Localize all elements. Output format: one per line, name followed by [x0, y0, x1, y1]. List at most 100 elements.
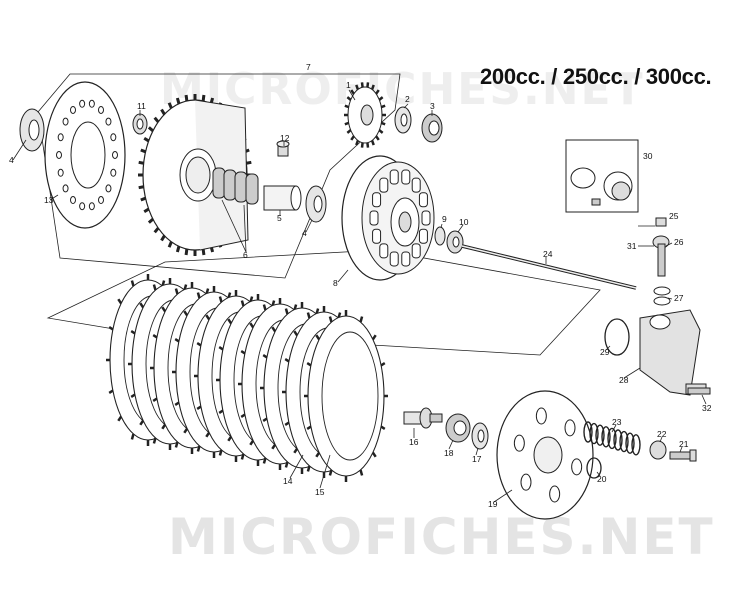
gear-tooth — [147, 126, 154, 133]
model-title: 200cc. / 250cc. / 300cc. — [480, 64, 712, 89]
plate-tab — [271, 326, 277, 333]
washer-17 — [471, 422, 489, 450]
disc-hole — [57, 168, 64, 177]
bushing-5 — [263, 185, 302, 211]
callout-22: 22 — [657, 429, 667, 439]
plate-tab — [227, 435, 233, 442]
plate-tab — [218, 449, 223, 456]
gear-tooth — [201, 94, 206, 102]
hub-bar — [369, 210, 379, 226]
plate-tab — [174, 401, 180, 406]
plate-tab — [284, 358, 290, 363]
plate-tab — [130, 393, 136, 398]
gear-tooth — [360, 82, 364, 88]
gear-tooth — [160, 108, 166, 116]
gear-tooth — [184, 248, 189, 256]
plate-tab — [205, 431, 211, 438]
callout-30: 30 — [643, 151, 653, 161]
callout-17: 17 — [472, 454, 482, 464]
callout-4a: 4 — [9, 155, 14, 165]
disc-hole — [62, 117, 69, 126]
gear-tooth — [246, 160, 252, 165]
callout-7: 7 — [306, 62, 311, 72]
disc-hole — [105, 184, 112, 193]
plate-tab — [152, 397, 158, 402]
gear-tooth — [380, 104, 386, 109]
callout-4b: 4 — [302, 228, 307, 238]
leader-lines — [12, 89, 707, 503]
plate-hole — [535, 407, 547, 425]
plate-tab — [139, 419, 145, 426]
plate-tab — [371, 334, 377, 341]
gear-tooth — [346, 96, 352, 101]
gear-tooth — [160, 234, 166, 242]
gear-tooth — [201, 248, 206, 256]
gear-tooth — [153, 227, 160, 234]
disc-hole — [98, 196, 104, 205]
callout-3: 3 — [430, 101, 435, 111]
clutch-plate-inner — [321, 331, 379, 461]
plate-tab — [196, 292, 201, 299]
disc-13 — [44, 81, 126, 229]
plate-hole — [513, 434, 525, 452]
hub-bar — [411, 243, 421, 259]
plate-tab — [218, 346, 224, 351]
plate-tab — [306, 312, 311, 319]
callout-18: 18 — [444, 448, 454, 458]
bleeder-26 — [652, 217, 670, 277]
callout-6: 6 — [243, 250, 248, 260]
plate-tab — [130, 330, 136, 335]
callout-28: 28 — [619, 375, 629, 385]
callout-21: 21 — [679, 439, 689, 449]
washer-4-right — [305, 185, 327, 223]
spring-coil — [607, 427, 617, 450]
spring-coil — [619, 430, 629, 453]
plate-tab — [130, 433, 135, 440]
gear-tooth — [344, 104, 350, 109]
ring-11 — [132, 113, 148, 135]
callout-23: 23 — [612, 417, 622, 427]
callout-1: 1 — [346, 80, 351, 90]
disc-hole — [56, 151, 62, 159]
callout-20: 20 — [597, 474, 607, 484]
disc-hole — [110, 133, 117, 142]
plate-tab — [328, 469, 333, 476]
gear-tooth — [138, 160, 144, 165]
gear-tooth — [167, 241, 173, 248]
plate-tab — [108, 389, 114, 394]
hub-bar — [389, 251, 399, 267]
gear-tooth — [184, 94, 189, 102]
disc-hole — [110, 168, 117, 177]
plate-tab — [218, 409, 224, 414]
gear-tooth — [147, 217, 154, 224]
nut-10 — [446, 230, 464, 254]
plate-tab — [359, 469, 364, 476]
plate-tab — [359, 316, 364, 323]
plate-hole — [520, 473, 532, 491]
callout-32: 32 — [702, 403, 712, 413]
callout-8: 8 — [333, 278, 338, 288]
callout-2: 2 — [405, 94, 410, 104]
plate-tab — [262, 304, 267, 311]
disc-hole — [88, 99, 95, 108]
plate-tab — [262, 417, 268, 422]
plate-tab — [152, 334, 158, 339]
spring-coil — [589, 422, 599, 445]
callout-16: 16 — [409, 437, 419, 447]
disc-hole — [79, 99, 86, 108]
plate-tab — [183, 310, 189, 317]
disc-hole — [57, 133, 64, 142]
spring-coil — [595, 424, 605, 446]
gear-tooth — [360, 142, 364, 148]
gear-1 — [344, 82, 386, 148]
watermark-top: MICROFICHES.NET — [160, 64, 645, 115]
oring-29 — [604, 318, 630, 356]
gear-tooth — [153, 116, 160, 123]
washer-9 — [434, 226, 446, 246]
plate-tab — [196, 445, 201, 452]
gear-tooth — [370, 140, 375, 146]
gear-tooth — [375, 135, 380, 141]
watermark-bottom: MICROFICHES.NET — [168, 508, 715, 566]
plate-hole — [549, 485, 561, 503]
